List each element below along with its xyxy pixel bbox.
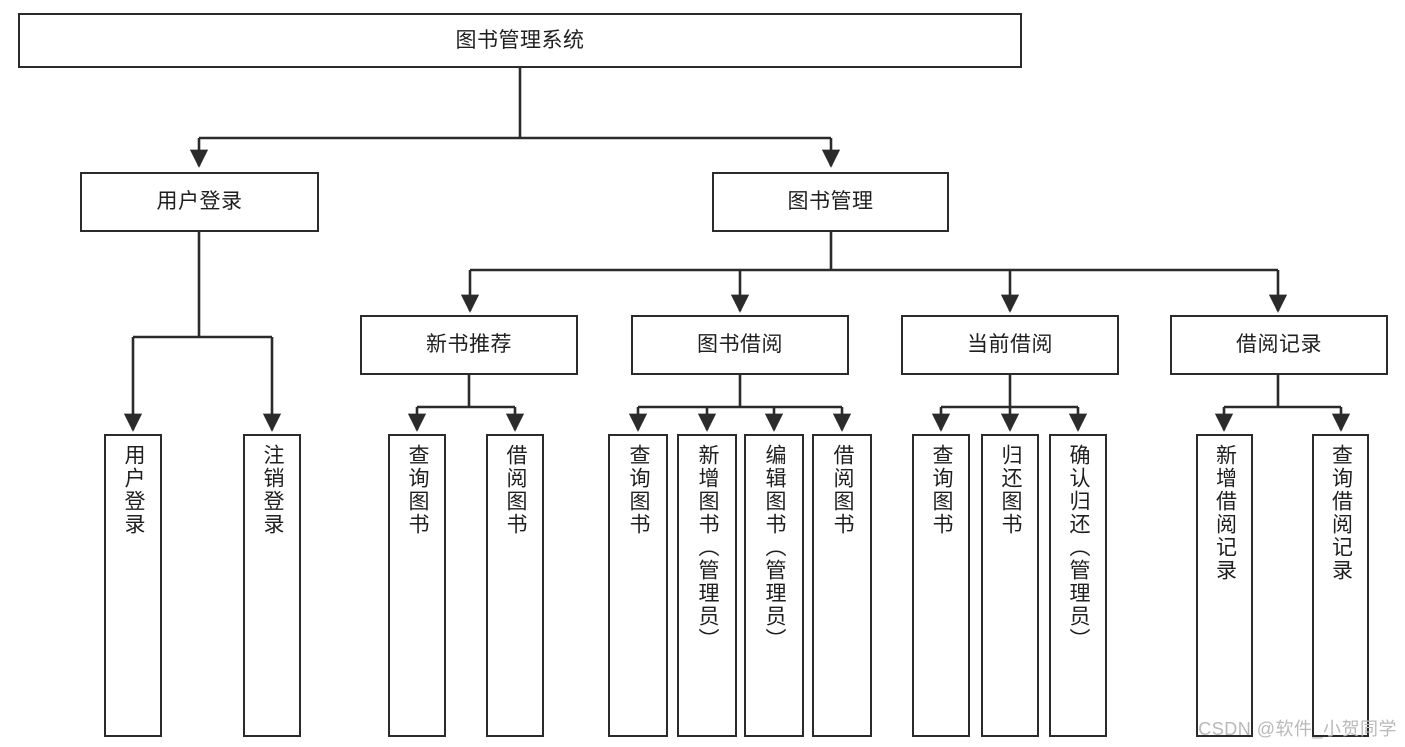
leaf-query-book-recommend[interactable]: 查询图书 [388, 434, 446, 737]
node-label: 当前借阅 [967, 333, 1053, 357]
node-label: 图书管理 [787, 190, 874, 214]
node-label: 新增图书（管理员） [696, 444, 720, 651]
node-label: 用户登录 [156, 190, 243, 214]
leaf-borrow-book-recommend[interactable]: 借阅图书 [486, 434, 544, 737]
leaf-query-book-borrow[interactable]: 查询图书 [608, 434, 668, 737]
node-label: 借阅图书 [504, 444, 528, 536]
node-label: 查询图书 [627, 444, 651, 536]
leaf-edit-book-admin[interactable]: 编辑图书（管理员） [744, 434, 804, 737]
leaf-borrow-book[interactable]: 借阅图书 [812, 434, 872, 737]
leaf-query-book-current[interactable]: 查询图书 [912, 434, 970, 737]
node-label: 查询图书 [406, 444, 430, 536]
node-new-book-recommend[interactable]: 新书推荐 [360, 315, 578, 375]
node-book-borrow[interactable]: 图书借阅 [631, 315, 849, 375]
leaf-add-borrow-record[interactable]: 新增借阅记录 [1196, 434, 1253, 737]
leaf-return-book[interactable]: 归还图书 [981, 434, 1039, 737]
node-label: 注销登录 [261, 444, 285, 536]
node-label: 归还图书 [999, 444, 1023, 536]
node-label: 用户登录 [122, 444, 146, 536]
node-book-management-system[interactable]: 图书管理系统 [18, 13, 1022, 68]
node-label: 图书借阅 [697, 333, 783, 357]
node-label: 图书管理系统 [455, 28, 585, 52]
node-label: 新书推荐 [426, 333, 512, 357]
node-user-login[interactable]: 用户登录 [80, 172, 319, 232]
leaf-user-login[interactable]: 用户登录 [104, 434, 162, 737]
watermark: CSDN @软件_小贺同学 [1198, 719, 1397, 739]
leaf-add-book-admin[interactable]: 新增图书（管理员） [677, 434, 737, 737]
leaf-confirm-return-admin[interactable]: 确认归还（管理员） [1049, 434, 1107, 737]
node-label: 新增借阅记录 [1213, 444, 1237, 582]
node-label: 编辑图书（管理员） [763, 444, 787, 651]
leaf-query-borrow-record[interactable]: 查询借阅记录 [1312, 434, 1369, 737]
node-current-borrow[interactable]: 当前借阅 [901, 315, 1119, 375]
node-label: 借阅图书 [831, 444, 855, 536]
node-borrow-record[interactable]: 借阅记录 [1170, 315, 1388, 375]
leaf-logout[interactable]: 注销登录 [243, 434, 301, 737]
node-book-management[interactable]: 图书管理 [712, 172, 949, 232]
node-label: 查询图书 [930, 444, 954, 536]
node-label: 确认归还（管理员） [1067, 444, 1091, 651]
node-label: 查询借阅记录 [1329, 444, 1353, 582]
node-label: 借阅记录 [1236, 333, 1322, 357]
